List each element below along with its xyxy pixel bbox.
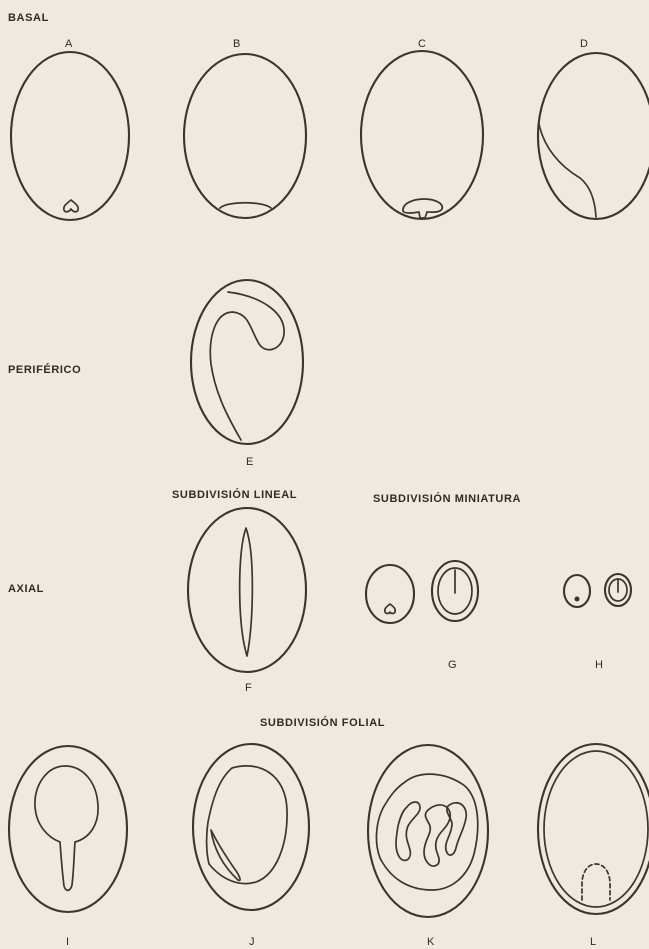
panel-label-c: C: [418, 38, 426, 50]
seed-l-outline: [538, 744, 649, 914]
panel-label-f: F: [245, 682, 252, 694]
seed-l: [538, 744, 649, 914]
seed-c-embryo: [403, 199, 442, 218]
seed-d-embryo: [539, 124, 596, 217]
seed-j: [193, 744, 309, 910]
section-label-periferico: PERIFÉRICO: [8, 363, 81, 376]
seed-l-inner-outline: [544, 751, 648, 907]
panel-label-e: E: [246, 456, 253, 468]
seed-k-fold-middle: [424, 805, 450, 866]
seed-k: [368, 745, 488, 917]
seed-e-embryo: [210, 292, 284, 440]
section-label-axial: AXIAL: [8, 583, 44, 595]
seed-j-embryo-outer: [207, 766, 287, 884]
seed-e: [191, 280, 303, 444]
seed-j-embryo-fold: [211, 830, 240, 880]
seed-c-outline: [361, 51, 483, 219]
section-label-basal: BASAL: [8, 12, 49, 24]
seed-b: [184, 54, 306, 218]
seed-a: [11, 52, 129, 220]
section-label-subdivision-folial: SUBDIVISIÓN FOLIAL: [260, 716, 385, 729]
seed-f: [188, 508, 306, 672]
seed-g-left-outline: [366, 565, 414, 623]
panel-label-l: L: [590, 936, 596, 948]
seed-j-outline: [193, 744, 309, 910]
seed-i: [9, 746, 127, 912]
seed-l-embryo: [582, 864, 610, 900]
panel-label-k: K: [427, 936, 435, 948]
seed-d: [538, 53, 649, 219]
panel-label-a: A: [65, 38, 73, 50]
seed-d-outline: [538, 53, 649, 219]
panel-label-h: H: [595, 659, 603, 671]
panel-label-g: G: [448, 659, 457, 671]
seed-k-outline: [368, 745, 488, 917]
panel-label-d: D: [580, 38, 588, 50]
panel-label-b: B: [233, 38, 240, 50]
seed-c: [361, 51, 483, 219]
seed-g: [366, 561, 478, 623]
section-label-subdivision-miniatura: SUBDIVISIÓN MINIATURA: [373, 492, 521, 505]
seed-i-embryo: [35, 766, 98, 890]
seed-e-outline: [191, 280, 303, 444]
seed-h-left-outline: [564, 575, 590, 607]
seed-b-outline: [184, 54, 306, 218]
section-label-subdivision-lineal: SUBDIVISIÓN LINEAL: [172, 488, 297, 501]
panel-label-i: I: [66, 936, 69, 948]
seed-f-embryo: [240, 528, 253, 656]
seed-a-outline: [11, 52, 129, 220]
seed-a-embryo: [64, 200, 78, 212]
seed-h: [564, 574, 631, 607]
panel-label-j: J: [249, 936, 255, 948]
seed-h-left-embryo: [575, 597, 580, 602]
seed-b-embryo: [220, 203, 271, 208]
seed-g-left-embryo: [385, 604, 396, 614]
seed-i-outline: [9, 746, 127, 912]
seed-k-fold-left: [396, 802, 420, 860]
